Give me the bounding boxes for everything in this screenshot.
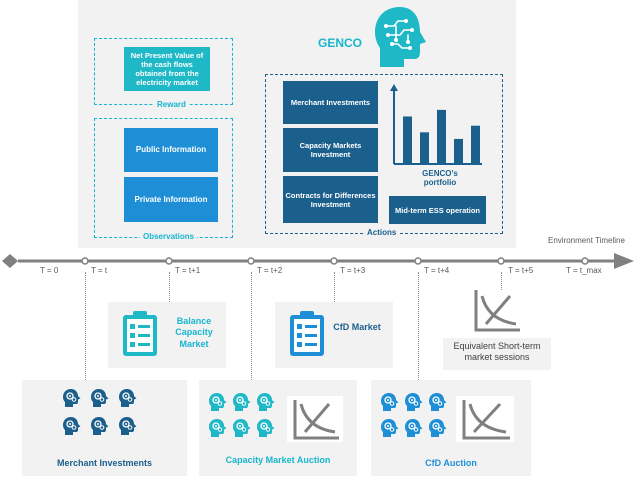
action-merchant: Merchant Investments <box>283 81 378 124</box>
head-gears-icon <box>256 418 276 443</box>
head-gears-icon <box>208 392 228 417</box>
short-term-panel <box>443 338 551 370</box>
head-gears-icon <box>232 392 252 417</box>
cfd-auction-title: CfD Auction <box>425 458 477 468</box>
actions-label: Actions <box>364 228 400 237</box>
tick-t4: T = t+4 <box>424 266 450 275</box>
head-gears-icon <box>256 392 276 417</box>
head-gears-icon <box>208 392 280 450</box>
timeline-label: Environment Timeline <box>548 236 625 245</box>
observations-label: Observations <box>140 232 198 241</box>
action-cfd: Contracts for Differences Investment <box>283 176 378 223</box>
tick-t3: T = t+3 <box>340 266 366 275</box>
head-gears-icon <box>118 416 138 441</box>
supply-demand-curve-icon <box>287 396 343 442</box>
head-gears-icon <box>428 392 448 417</box>
connector-t4 <box>418 272 419 380</box>
head-gears-icon <box>62 388 82 413</box>
connector-t2 <box>251 272 252 380</box>
head-gears-icon <box>380 392 400 417</box>
clipboard-checklist-icon <box>288 310 326 358</box>
head-gears-icon <box>90 416 110 441</box>
capacity-auction-title: Capacity Market Auction <box>225 455 331 465</box>
merchant-title: Merchant Investments <box>56 458 153 468</box>
portfolio-bar <box>471 125 480 164</box>
bar-chart-icon <box>388 84 484 168</box>
portfolio-bar <box>437 109 446 164</box>
connector-t <box>85 272 86 380</box>
tick-t1: T = t+1 <box>175 266 201 275</box>
head-gears-icon <box>380 418 400 443</box>
head-gears-icon <box>208 418 228 443</box>
tick-t2: T = t+2 <box>257 266 283 275</box>
balance-capacity-label: Balance Capacity Market <box>175 316 213 349</box>
connector-t5 <box>501 272 502 290</box>
head-gears-icon <box>90 388 110 413</box>
action-capacity: Capacity Markets Investment <box>283 128 378 172</box>
portfolio-bar <box>403 116 412 164</box>
clipboard-checklist-icon <box>121 310 159 358</box>
brain-circuit-icon <box>370 4 430 70</box>
head-gears-icon <box>62 388 146 446</box>
portfolio-bar <box>420 132 429 164</box>
supply-demand-curve-icon <box>470 288 522 334</box>
head-gears-icon <box>404 392 424 417</box>
head-gears-icon <box>380 392 452 450</box>
tick-t5: T = t+5 <box>508 266 534 275</box>
cfd-market-label: CfD Market <box>333 322 381 332</box>
ess-operation: Mid-term ESS operation <box>389 196 486 224</box>
reward-label: Reward <box>154 100 189 109</box>
head-gears-icon <box>232 418 252 443</box>
head-gears-icon <box>404 418 424 443</box>
tick-t: T = t <box>91 266 108 275</box>
connector-t1 <box>169 272 170 302</box>
genco-title: GENCO <box>318 36 363 50</box>
timeline-axis <box>0 250 640 272</box>
supply-demand-curve-icon <box>456 396 514 442</box>
portfolio-bar <box>454 138 463 164</box>
tick-tmax: T = t_max <box>566 266 602 275</box>
head-gears-icon <box>428 418 448 443</box>
reward-text: Net Present Value of the cash flows obta… <box>124 47 210 91</box>
observation-public: Public Information <box>124 128 218 172</box>
connector-t3 <box>334 272 335 302</box>
head-gears-icon <box>62 416 82 441</box>
short-term-label: Equivalent Short-term market sessions <box>453 341 541 363</box>
portfolio-label: GENCO's portfolio <box>422 169 458 188</box>
head-gears-icon <box>118 388 138 413</box>
tick-t0: T = 0 <box>40 266 59 275</box>
observation-private: Private Information <box>124 177 218 222</box>
